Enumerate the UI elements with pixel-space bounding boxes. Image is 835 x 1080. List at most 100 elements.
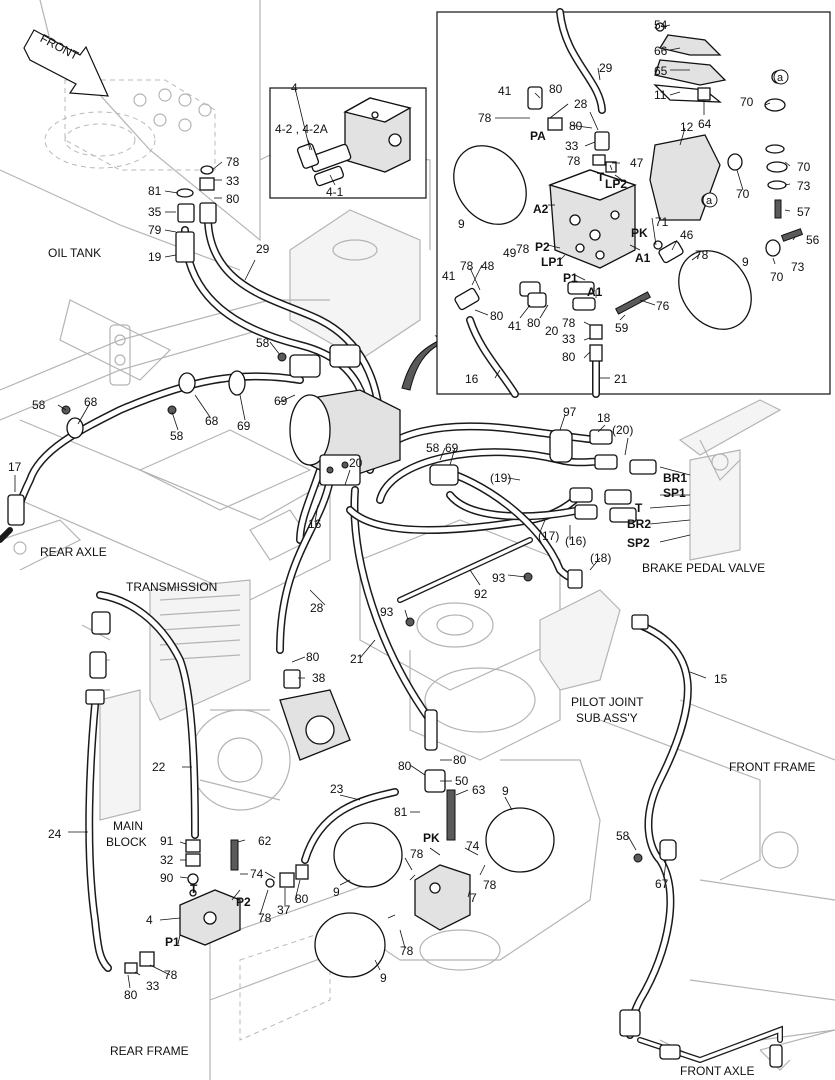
callout-38: 38 <box>312 671 326 685</box>
callout-4-2: 4-2 , 4-2A <box>275 122 328 136</box>
callout-80-trans: 80 <box>306 650 320 664</box>
callout-35: 35 <box>148 205 162 219</box>
callout-28-inset: 28 <box>574 97 588 111</box>
callout-47: 47 <box>630 156 644 170</box>
callout-20-inset: 20 <box>545 324 559 338</box>
callout-92: 92 <box>474 587 488 601</box>
callout-80-lower-2: 80 <box>398 759 412 773</box>
callout-17p: (17) <box>538 529 559 543</box>
callout-78-left-2: 78 <box>164 968 178 982</box>
port-a2: A2 <box>533 202 549 216</box>
port-lp1: LP1 <box>541 255 563 269</box>
callout-70-inset-3: 70 <box>770 270 784 284</box>
callout-76: 76 <box>656 299 670 313</box>
callout-41-inset-bottom: 41 <box>442 269 456 283</box>
port-p2-lower: P2 <box>236 895 251 909</box>
label-front-axle: FRONT AXLE <box>680 1064 754 1078</box>
callout-20: 20 <box>349 456 363 470</box>
callout-58-front: 58 <box>616 829 630 843</box>
callout-18p: (18) <box>590 551 611 565</box>
callout-73-inset-1: 73 <box>797 179 811 193</box>
callout-28: 28 <box>310 601 324 615</box>
port-br1: BR1 <box>663 471 687 485</box>
port-p1-inset: P1 <box>563 271 578 285</box>
callout-74-lower: 74 <box>466 839 480 853</box>
callout-19p: (19) <box>490 471 511 485</box>
callout-78-inset-1: 78 <box>478 111 492 125</box>
leader-lines <box>14 24 796 989</box>
callout-4-1: 4-1 <box>326 185 344 199</box>
callout-18: 18 <box>597 411 611 425</box>
accumulator-lower-c <box>314 912 386 978</box>
port-p1-lower: P1 <box>165 935 180 949</box>
callout-9-lower-right: 9 <box>502 784 509 798</box>
callout-20p: (20) <box>612 423 633 437</box>
callout-4-inset: 4 <box>291 81 298 95</box>
callouts: 54 66 65 11 29 41 80 28 80 78 12 64 70 7… <box>8 18 820 1002</box>
label-brake-pedal-valve: BRAKE PEDAL VALVE <box>642 561 765 575</box>
callout-57: 57 <box>797 205 811 219</box>
callout-90: 90 <box>160 871 174 885</box>
callout-11: 11 <box>654 88 667 102</box>
callout-29: 29 <box>256 242 270 256</box>
callout-56: 56 <box>806 233 820 247</box>
port-pk-lower: PK <box>423 831 440 845</box>
callout-58-left: 58 <box>32 398 46 412</box>
callout-33-tank: 33 <box>226 174 240 188</box>
label-oil-tank: OIL TANK <box>48 246 101 260</box>
callout-65: 65 <box>654 64 668 78</box>
callout-66: 66 <box>654 44 668 58</box>
callout-17: 17 <box>8 460 22 474</box>
inset-detail <box>436 8 831 398</box>
components <box>7 165 783 1068</box>
callout-78-lower-1: 78 <box>410 847 424 861</box>
callout-23: 23 <box>330 782 344 796</box>
callout-63: 63 <box>472 783 486 797</box>
callout-69-mid: 69 <box>274 394 288 408</box>
callout-93-left: 93 <box>380 605 394 619</box>
callout-80-lower: 80 <box>453 753 467 767</box>
callout-9-lower-left: 9 <box>380 971 387 985</box>
callout-4: 4 <box>146 913 153 927</box>
callout-29-inset: 29 <box>599 61 613 75</box>
label-transmission: TRANSMISSION <box>126 580 217 594</box>
callout-78-lower-2: 78 <box>483 878 497 892</box>
port-pk-inset: PK <box>631 226 648 240</box>
callout-70-inset-2: 70 <box>797 160 811 174</box>
accumulator-lower-b <box>485 807 555 873</box>
callout-69-left: 69 <box>237 419 251 433</box>
callout-80-left-2: 80 <box>124 988 138 1002</box>
label-pilot-joint-2: SUB ASS'Y <box>576 711 638 725</box>
callout-58-upper: 58 <box>256 336 270 350</box>
callout-78-left-1: 78 <box>258 911 272 925</box>
inset-4 <box>269 87 427 199</box>
callout-68-left: 68 <box>84 395 98 409</box>
callout-97: 97 <box>563 405 577 419</box>
label-rear-frame: REAR FRAME <box>110 1044 189 1058</box>
callout-64: 64 <box>698 117 712 131</box>
callout-24: 24 <box>48 827 62 841</box>
label-main-block-2: BLOCK <box>106 835 147 849</box>
callout-74-left: 74 <box>250 867 264 881</box>
callout-80-inset-5: 80 <box>562 350 576 364</box>
callout-81-lower: 81 <box>394 805 408 819</box>
accumulator-center <box>289 394 331 466</box>
label-front-frame: FRONT FRAME <box>729 760 815 774</box>
callout-46: 46 <box>680 228 694 242</box>
label-pilot-joint-1: PILOT JOINT <box>571 695 644 709</box>
callout-78-inset-3: 78 <box>695 248 709 262</box>
callout-33-inset-2: 33 <box>562 332 576 346</box>
label-main-block-1: MAIN <box>113 819 143 833</box>
port-t-lower: T <box>190 882 198 896</box>
port-sp1: SP1 <box>663 486 686 500</box>
callout-78-inset-6: 78 <box>562 316 576 330</box>
callout-50: 50 <box>455 774 469 788</box>
callout-73-inset-2: 73 <box>791 260 805 274</box>
port-t-brake: T <box>635 501 643 515</box>
callout-62: 62 <box>258 834 272 848</box>
callout-80-inset-2: 80 <box>569 119 583 133</box>
port-br2: BR2 <box>627 517 651 531</box>
callout-71: 71 <box>655 215 669 229</box>
front-arrow: FRONT <box>23 29 109 97</box>
port-lp2: LP2 <box>605 177 627 191</box>
